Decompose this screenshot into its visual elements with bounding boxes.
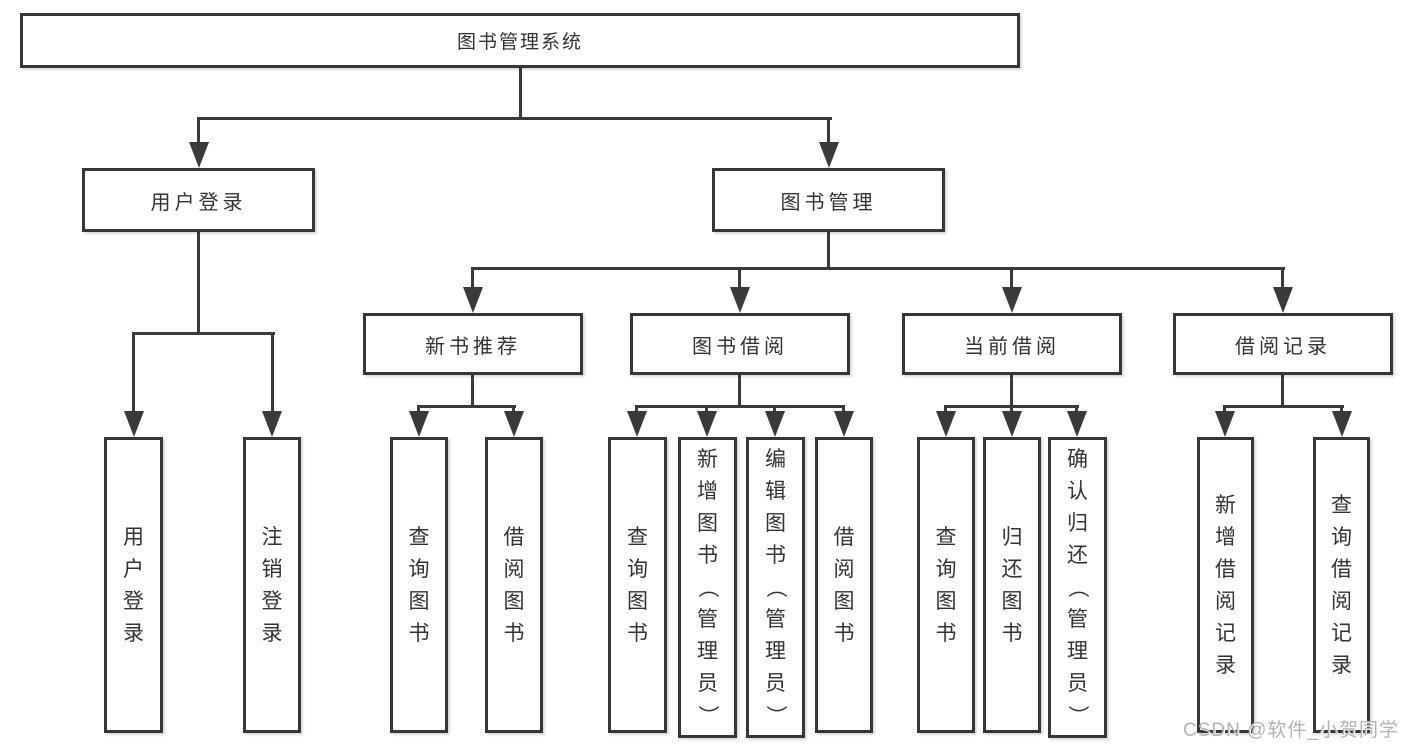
leaf-query-books-recommend: 查询图书	[390, 437, 448, 733]
leaf-query-books-current: 查询图书	[917, 437, 975, 733]
leaf-logout: 注销登录	[243, 437, 301, 733]
arrow-down-icon	[765, 411, 785, 437]
arrow-down-icon	[189, 142, 209, 168]
arrow-down-icon	[936, 411, 956, 437]
node-label: 注销登录	[261, 525, 283, 645]
node-label: 图书管理	[780, 191, 877, 214]
arrow-down-icon	[730, 287, 750, 313]
node-new-book-recommend: 新书推荐	[363, 313, 583, 375]
node-label: 借阅图书	[503, 525, 525, 645]
connector-line	[1281, 374, 1284, 407]
arrow-down-icon	[504, 411, 524, 437]
node-borrow-record: 借阅记录	[1173, 313, 1393, 375]
arrow-down-icon	[1067, 411, 1087, 437]
arrow-down-icon	[697, 411, 717, 437]
watermark: CSDN @软件_小贺同学	[1183, 720, 1399, 741]
leaf-borrow-books: 借阅图书	[815, 437, 873, 733]
node-root-label: 图书管理系统	[456, 32, 583, 53]
node-current-borrow: 当前借阅	[902, 313, 1122, 375]
connector-line	[1223, 405, 1344, 408]
arrow-down-icon	[1002, 287, 1022, 313]
arrow-down-icon	[834, 411, 854, 437]
connector-line	[271, 334, 274, 413]
leaf-edit-books-admin: 编辑图书（管理员）	[746, 437, 805, 738]
node-root: 图书管理系统	[20, 13, 1020, 68]
arrow-down-icon	[409, 411, 429, 437]
leaf-add-borrow-record: 新增借阅记录	[1197, 437, 1254, 733]
node-book-management: 图书管理	[712, 168, 945, 232]
connector-line	[827, 118, 830, 146]
node-label: 归还图书	[1001, 525, 1023, 645]
arrow-down-icon	[1273, 287, 1293, 313]
node-label: 新书推荐	[425, 335, 521, 358]
arrow-down-icon	[1215, 411, 1235, 437]
node-label: 图书借阅	[692, 335, 788, 358]
node-label: 编辑图书（管理员）	[764, 448, 787, 726]
connector-line	[1281, 269, 1284, 291]
connector-line	[471, 269, 474, 291]
node-user-login: 用户登录	[82, 168, 315, 232]
node-label: 查询图书	[627, 525, 648, 645]
node-label: 当前借阅	[964, 335, 1060, 358]
connector-line	[944, 405, 1079, 408]
connector-line	[197, 117, 832, 120]
node-label: 新增图书（管理员）	[696, 448, 719, 726]
leaf-confirm-return-admin: 确认归还（管理员）	[1048, 437, 1107, 738]
node-label: 查询借阅记录	[1331, 493, 1352, 677]
connector-line	[827, 231, 830, 270]
node-label: 借阅记录	[1235, 335, 1331, 358]
connector-line	[1010, 374, 1013, 407]
connector-line	[471, 267, 1285, 270]
leaf-return-books: 归还图书	[983, 437, 1041, 733]
connector-line	[197, 231, 200, 335]
leaf-add-books-admin: 新增图书（管理员）	[678, 437, 737, 738]
node-label: 查询图书	[408, 525, 430, 645]
node-label: 借阅图书	[833, 525, 855, 645]
arrow-down-icon	[463, 287, 483, 313]
connector-line	[417, 405, 516, 408]
connector-line	[471, 374, 474, 407]
node-label: 确认归还（管理员）	[1066, 448, 1089, 726]
node-label: 用户登录	[150, 191, 247, 214]
arrow-down-icon	[1002, 411, 1022, 437]
arrow-down-icon	[124, 411, 144, 437]
arrow-down-icon	[262, 411, 282, 437]
arrow-down-icon	[819, 142, 839, 168]
connector-line	[738, 374, 741, 407]
connector-line	[519, 66, 522, 119]
node-label: 查询图书	[935, 525, 957, 645]
node-label: 新增借阅记录	[1215, 493, 1236, 677]
connector-line	[635, 405, 845, 408]
connector-line	[132, 332, 275, 335]
arrow-down-icon	[1332, 411, 1352, 437]
connector-line	[738, 269, 741, 291]
connector-line	[132, 334, 135, 413]
leaf-borrow-books-recommend: 借阅图书	[485, 437, 543, 733]
arrow-down-icon	[627, 411, 647, 437]
connector-line	[197, 118, 200, 146]
leaf-user-login: 用户登录	[104, 437, 163, 733]
connector-line	[1010, 269, 1013, 291]
leaf-query-borrow-record: 查询借阅记录	[1313, 437, 1370, 733]
node-label: 用户登录	[123, 525, 144, 645]
leaf-query-books-borrow: 查询图书	[608, 437, 667, 733]
node-book-borrow: 图书借阅	[630, 313, 850, 375]
